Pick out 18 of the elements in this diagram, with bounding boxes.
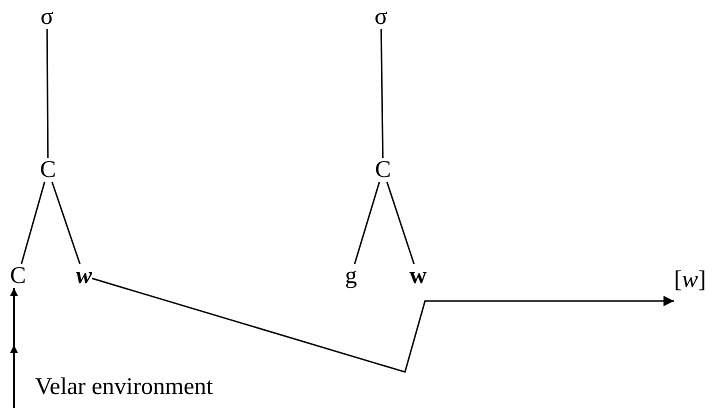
tree-symbol: g xyxy=(345,264,357,288)
note-text: Velar environment xyxy=(35,375,213,399)
tree-symbol: C xyxy=(375,158,391,182)
tree-symbol: w xyxy=(76,264,92,288)
tree-symbol: σ xyxy=(374,5,388,29)
tree-symbol: σ xyxy=(40,5,54,29)
tree-symbol: w xyxy=(409,264,427,288)
connector-line xyxy=(51,182,81,264)
connector-line xyxy=(46,29,49,158)
connector-line xyxy=(380,28,384,158)
tree-symbol: [w] xyxy=(674,262,706,302)
arrow xyxy=(92,278,674,373)
tree-symbol: C xyxy=(10,264,26,288)
connector-line xyxy=(354,182,380,264)
connector-line xyxy=(386,182,415,264)
tree-symbol: C xyxy=(40,158,56,182)
connector-line xyxy=(20,182,46,264)
arrow xyxy=(10,288,18,408)
